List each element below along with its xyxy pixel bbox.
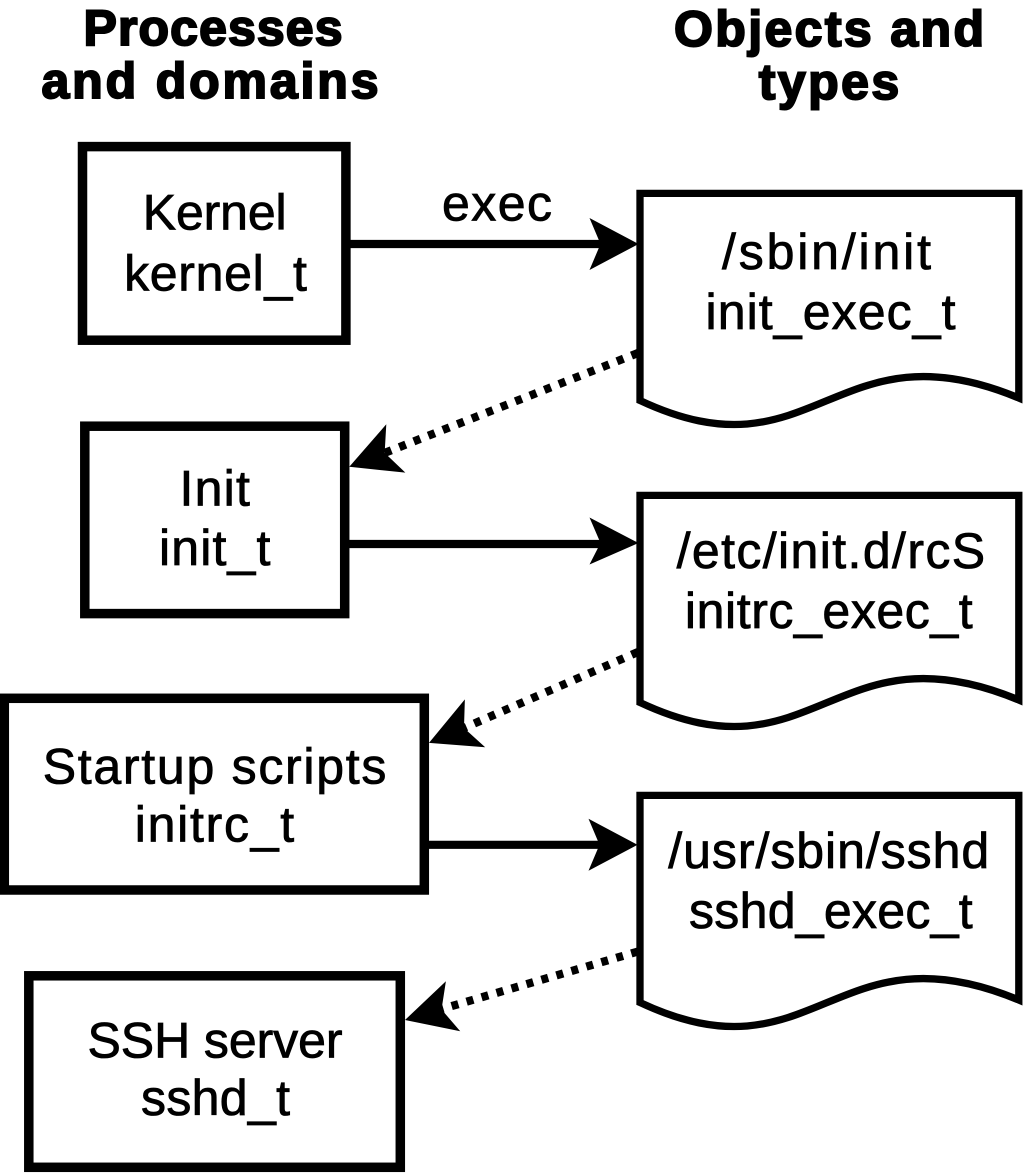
svg-text:/etc/init.d/rcS: /etc/init.d/rcS bbox=[677, 523, 986, 579]
svg-text:Processes: Processes bbox=[84, 0, 343, 56]
svg-text:exec: exec bbox=[442, 175, 552, 231]
svg-text:/sbin/init: /sbin/init bbox=[722, 224, 931, 280]
svg-text:/usr/sbin/sshd: /usr/sbin/sshd bbox=[668, 823, 989, 879]
svg-text:init_t: init_t bbox=[159, 520, 270, 576]
svg-text:initrc_t: initrc_t bbox=[135, 797, 294, 853]
svg-text:Objects and: Objects and bbox=[674, 1, 984, 57]
svg-text:Init: Init bbox=[180, 460, 250, 516]
svg-text:Kernel: Kernel bbox=[143, 184, 287, 240]
svg-text:and domains: and domains bbox=[42, 53, 379, 109]
svg-text:sshd_exec_t: sshd_exec_t bbox=[689, 883, 973, 939]
svg-text:sshd_t: sshd_t bbox=[141, 1070, 290, 1126]
svg-text:initrc_exec_t: initrc_exec_t bbox=[685, 583, 973, 639]
svg-text:kernel_t: kernel_t bbox=[124, 245, 307, 301]
svg-text:SSH server: SSH server bbox=[88, 1013, 343, 1069]
svg-text:types: types bbox=[759, 54, 899, 110]
